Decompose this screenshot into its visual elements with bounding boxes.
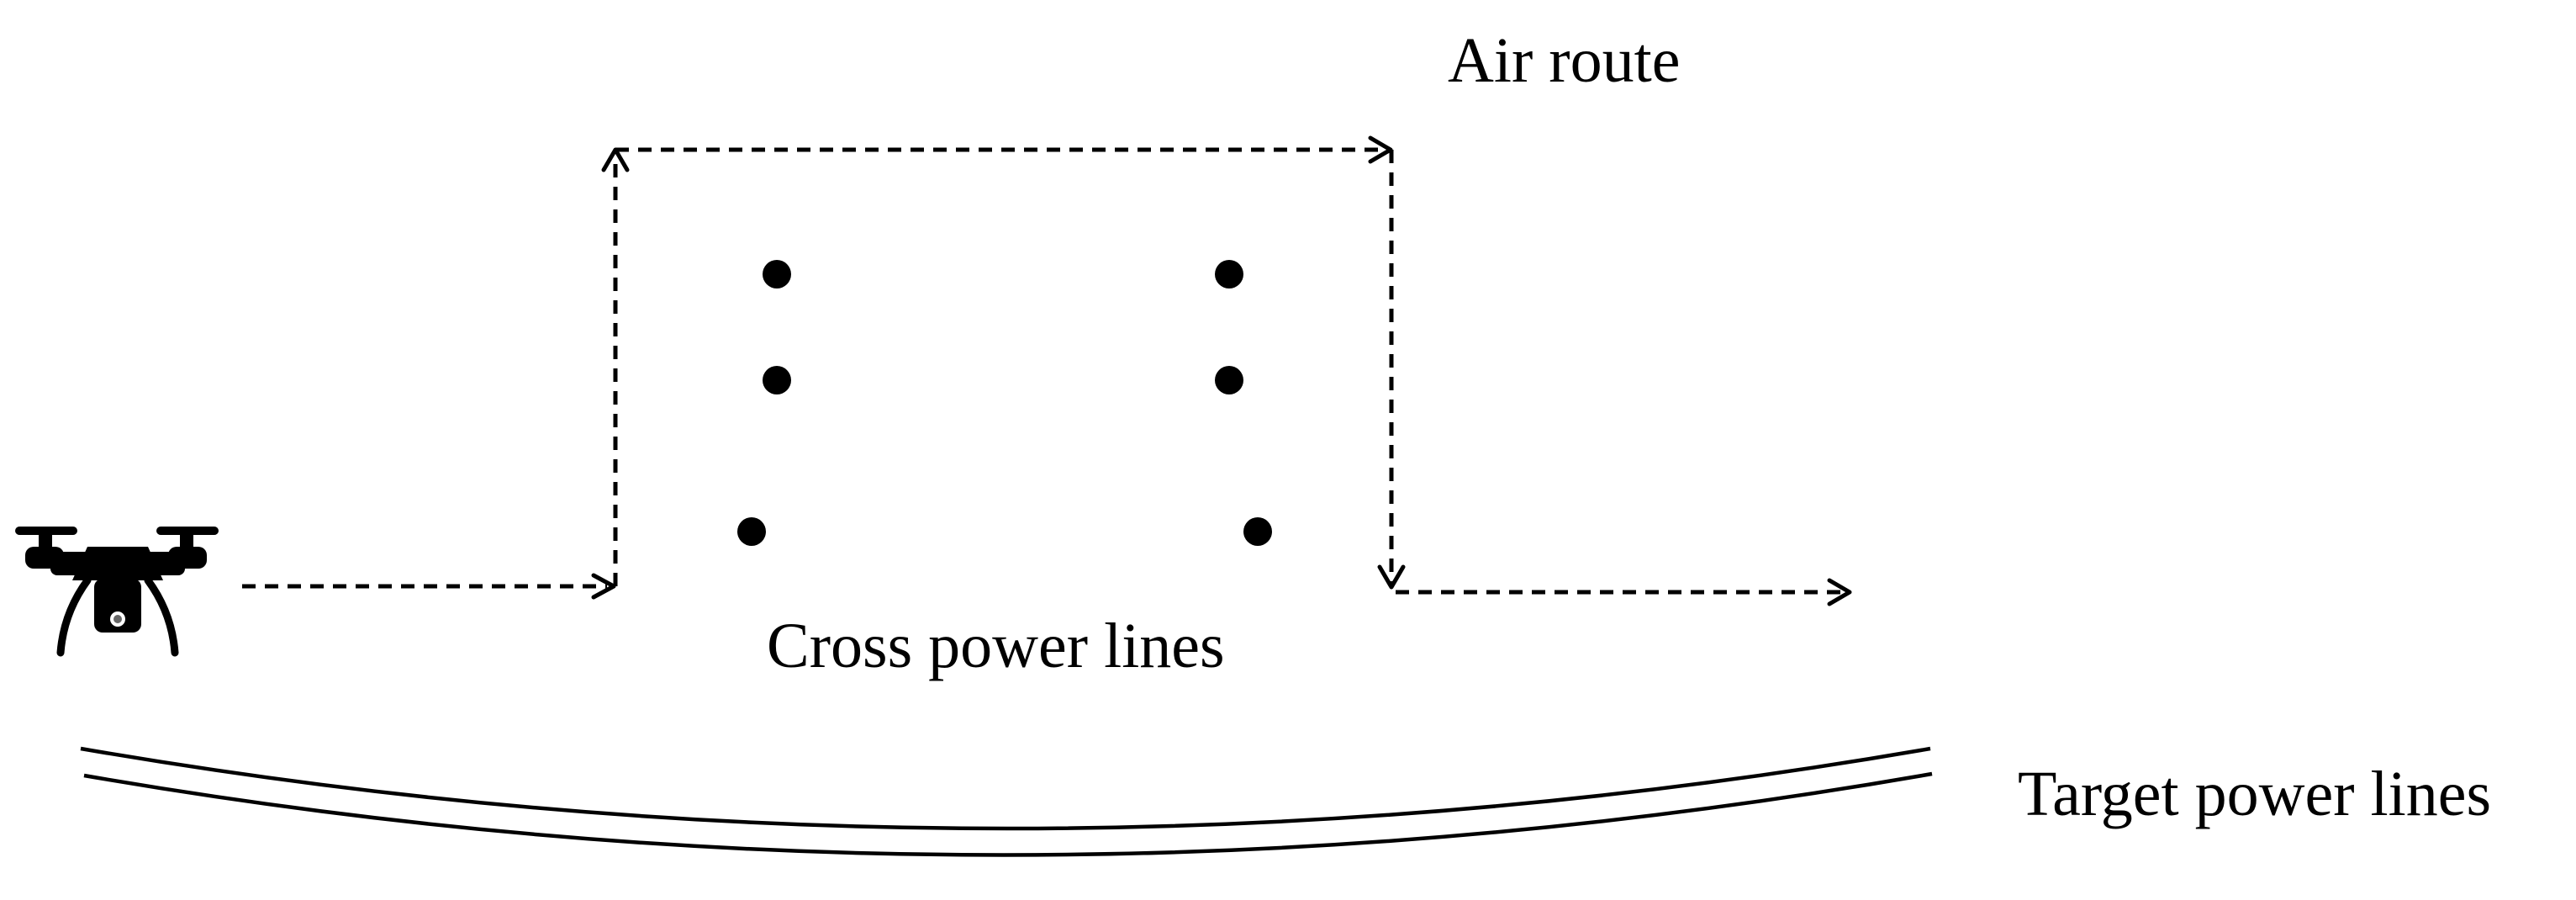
conductor-dot — [737, 517, 766, 546]
arrowhead-up — [601, 147, 630, 172]
conductor-dot — [1215, 260, 1243, 289]
air-route-label: Air route — [1448, 25, 1681, 96]
cross-power-line-dots — [737, 260, 1272, 546]
conductor-dot — [1243, 517, 1272, 546]
arrowhead-right-3 — [1827, 578, 1852, 606]
arrowhead-right-2 — [1368, 135, 1393, 164]
conductor-dot — [1215, 366, 1243, 394]
target-line-lower — [83, 771, 1933, 857]
arrowhead-down — [1377, 564, 1406, 590]
air-route-path — [242, 135, 1852, 606]
arrowhead-right-1 — [591, 573, 616, 600]
target-power-lines — [80, 746, 1933, 857]
conductor-dot — [763, 260, 791, 289]
target-power-lines-label: Target power lines — [2018, 759, 2492, 829]
cross-power-lines-label: Cross power lines — [767, 611, 1225, 681]
drone-icon — [15, 527, 219, 657]
target-line-upper — [80, 746, 1931, 831]
conductor-dot — [763, 366, 791, 394]
